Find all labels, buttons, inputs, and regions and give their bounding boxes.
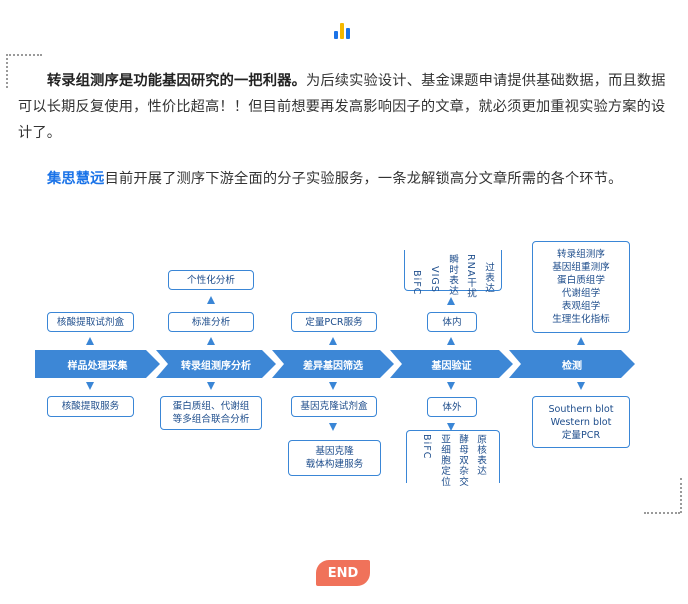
- service-text: 目前开展了测序下游全面的分子实验服务，一条龙解锁高分文章所需的各个环节。: [104, 171, 623, 187]
- in-vitro-item-prokaryotic: 原核表达: [475, 434, 486, 477]
- qpcr-service-box: 定量PCR服务: [291, 312, 377, 332]
- gene-clone-kit-box: 基因克隆试剂盒: [291, 396, 377, 417]
- stage-deg-screening: 差异基因筛选: [272, 350, 394, 378]
- in-vitro-bracket: [406, 430, 500, 483]
- detection-methods-box: Southern blot Western blot 定量PCR: [532, 396, 630, 448]
- standard-analysis-box: 标准分析: [168, 312, 254, 332]
- corner-decoration-bottom-right-vertical: [680, 478, 682, 513]
- omics-item: 表观组学: [561, 301, 601, 312]
- omics-item: 代谢组学: [561, 288, 601, 299]
- detection-item: Western blot: [550, 416, 612, 428]
- in-vitro-item-yeast-two-hybrid: 酵母双杂交: [457, 434, 468, 487]
- in-vivo-item-rnai: RNA干扰: [465, 254, 476, 299]
- end-badge: END: [316, 560, 370, 586]
- bar-chart-icon: [334, 21, 352, 39]
- arrow-down-icon: [86, 382, 94, 390]
- in-vitro-item-bifc: BiFC: [421, 434, 432, 460]
- nucleic-acid-kit-box: 核酸提取试剂盒: [47, 312, 134, 332]
- arrow-up-icon: [577, 337, 585, 345]
- gene-clone-line-1: 基因克隆: [315, 446, 354, 457]
- stage-gene-validation: 基因验证: [390, 350, 513, 378]
- arrow-down-icon: [207, 382, 215, 390]
- arrow-down-icon: [447, 382, 455, 390]
- corner-decoration-top-left-vertical: [6, 54, 8, 88]
- stage-transcriptome-sequencing: 转录组测序分析: [156, 350, 276, 378]
- omics-item: 转录组测序: [557, 249, 605, 260]
- arrow-down-icon: [447, 423, 455, 431]
- stage-detection: 检测: [509, 350, 635, 378]
- in-vivo-item-vigs: VIGS: [429, 266, 440, 293]
- detection-item: 定量PCR: [561, 429, 601, 441]
- corner-decoration-top-left: [6, 54, 42, 56]
- arrow-up-icon: [447, 337, 455, 345]
- intro-text: 为后续实验设计、基金课题申请提供基础数据，而且数据可以长期反复使用，性价比超高！…: [18, 73, 666, 141]
- in-vivo-item-transient: 瞬时表达: [447, 254, 458, 297]
- corner-decoration-bottom-right: [644, 512, 680, 514]
- in-vivo-bracket: [404, 250, 502, 291]
- arrow-up-icon: [207, 296, 215, 304]
- omics-item: 蛋白质组学: [557, 275, 605, 286]
- gene-clone-vector-box: 基因克隆 载体构建服务: [288, 440, 381, 476]
- multi-omics-analysis-box: 蛋白质组、代谢组 等多组合联合分析: [160, 396, 262, 430]
- nucleic-acid-service-box: 核酸提取服务: [47, 396, 134, 417]
- arrow-down-icon: [329, 382, 337, 390]
- in-vivo-item-bifc: BiFC: [411, 270, 422, 296]
- in-vivo-box: 体内: [427, 312, 477, 332]
- arrow-up-icon: [329, 337, 337, 345]
- in-vivo-item-overexpression: 过表达: [483, 262, 494, 294]
- service-paragraph: 集思慧远目前开展了测序下游全面的分子实验服务，一条龙解锁高分文章所需的各个环节。: [18, 166, 672, 192]
- intro-bold-lead: 转录组测序是功能基因研究的一把利器。: [47, 73, 306, 89]
- arrow-down-icon: [577, 382, 585, 390]
- in-vitro-box: 体外: [427, 397, 477, 417]
- personalized-analysis-box: 个性化分析: [168, 270, 254, 290]
- omics-item: 生理生化指标: [552, 314, 610, 325]
- omics-list-box: 转录组测序 基因组重测序 蛋白质组学 代谢组学 表观组学 生理生化指标: [532, 241, 630, 333]
- arrow-up-icon: [207, 337, 215, 345]
- arrow-down-icon: [329, 423, 337, 431]
- arrow-up-icon: [86, 337, 94, 345]
- gene-clone-line-2: 载体构建服务: [305, 459, 364, 470]
- in-vitro-item-subcellular: 亚细胞定位: [439, 434, 450, 487]
- intro-paragraph: 转录组测序是功能基因研究的一把利器。为后续实验设计、基金课题申请提供基础数据，而…: [18, 68, 672, 146]
- multi-omics-line-1: 蛋白质组、代谢组: [172, 401, 250, 412]
- omics-item: 基因组重测序: [552, 262, 610, 273]
- multi-omics-line-2: 等多组合联合分析: [172, 414, 250, 425]
- arrow-up-icon: [447, 297, 455, 305]
- brand-name[interactable]: 集思慧远: [47, 171, 105, 187]
- stage-sample-processing: 样品处理采集: [35, 350, 160, 378]
- detection-item: Southern blot: [548, 403, 614, 415]
